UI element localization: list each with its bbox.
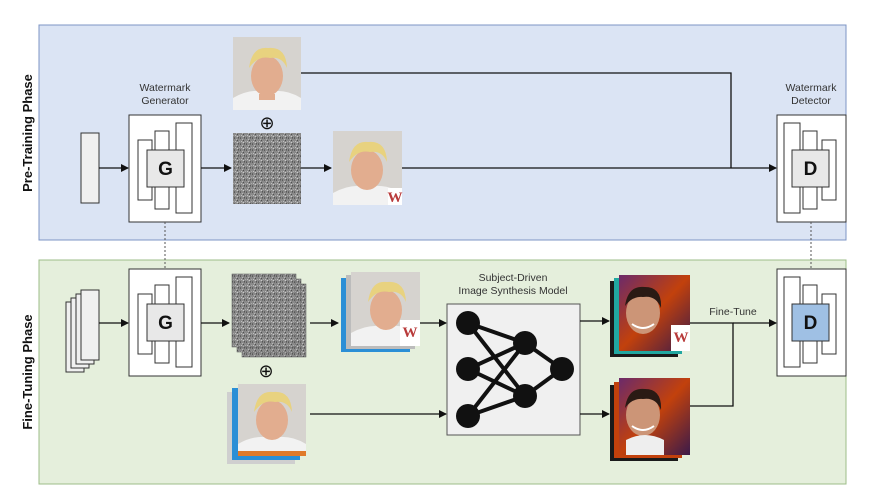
generator-letter: G <box>158 313 173 334</box>
finetune-input-vectors <box>65 289 100 373</box>
pretrain-input-vector <box>80 132 100 204</box>
watermark-mark: W <box>403 325 418 341</box>
finetune-watermarked-face-stack: W <box>341 272 420 352</box>
watermark-mark: W <box>388 190 403 206</box>
model-label-line2: Image Synthesis Model <box>458 285 567 297</box>
pretrain-watermark-generator: G <box>128 114 202 223</box>
model-label-line1: Subject-Driven <box>479 272 548 284</box>
finetune-watermark-detector: D <box>776 268 847 377</box>
detector-label-line1: Watermark <box>786 82 838 94</box>
finetune-original-face-stack <box>227 384 306 464</box>
detector-letter: D <box>804 159 818 180</box>
pretrain-watermark-noise <box>233 133 301 204</box>
finetune-oplus-icon: ⊕ <box>258 361 273 381</box>
generated-watermarked-image-stack: W <box>610 275 690 357</box>
detector-label-line2: Detector <box>791 95 831 107</box>
pretrain-watermark-detector: D <box>776 114 847 223</box>
pretrain-oplus-icon: ⊕ <box>259 113 274 133</box>
pretraining-phase-label: Pre-Training Phase <box>20 74 35 192</box>
generator-label-line2: Generator <box>141 95 189 107</box>
generator-label-line1: Watermark <box>140 82 192 94</box>
generated-clean-image-stack <box>610 378 690 461</box>
watermark-mark: W <box>674 330 689 346</box>
finetune-watermark-noise-stack <box>231 273 307 358</box>
pretrain-watermarked-face-image: W <box>333 131 403 206</box>
detector-letter: D <box>804 313 818 334</box>
finetune-label: Fine-Tune <box>709 306 757 318</box>
pretrain-original-face-image <box>233 37 301 110</box>
generator-letter: G <box>158 159 173 180</box>
subject-driven-synthesis-model <box>446 303 581 436</box>
finetune-watermark-generator: G <box>128 268 202 377</box>
finetuning-phase-label: Fine-Tuning Phase <box>20 314 35 429</box>
